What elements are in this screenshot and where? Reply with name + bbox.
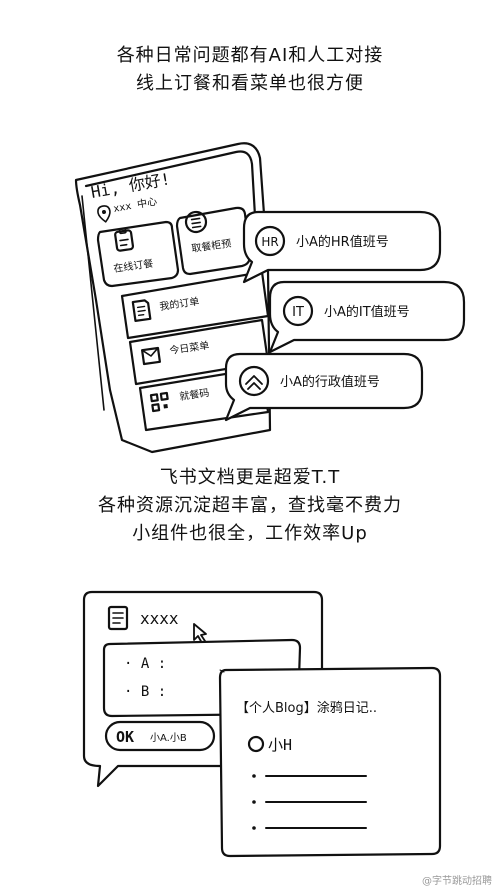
doc-icon xyxy=(107,605,129,631)
blog-card xyxy=(218,666,442,858)
blog-card-title: 【个人Blog】涂鸦日记.. xyxy=(236,700,377,716)
chat-bubble-it[interactable]: IT 小A的IT值班号 xyxy=(268,280,466,354)
chat-bubble-admin[interactable]: 小A的行政值班号 xyxy=(224,352,424,422)
radio-icon[interactable] xyxy=(247,735,265,753)
middle-caption-line1: 飞书文档更是超爱T.T xyxy=(159,467,341,488)
blog-author: 小H xyxy=(268,736,292,754)
ok-button-tag: 小A.小B xyxy=(150,732,187,744)
clipboard-icon xyxy=(114,228,135,252)
chat-bubble-hr-label: 小A的HR值班号 xyxy=(296,234,389,250)
it-badge-icon: IT xyxy=(292,305,304,320)
hr-badge-icon: HR xyxy=(261,235,278,249)
location-pin-icon xyxy=(97,205,111,223)
document-icon xyxy=(131,299,152,322)
ok-button[interactable]: OK 小A.小B xyxy=(104,720,216,752)
chat-bubble-it-label: 小A的IT值班号 xyxy=(324,304,410,320)
qr-code-icon xyxy=(149,391,169,413)
tile-locker-reserve[interactable]: 取餐柜预 xyxy=(175,206,252,276)
blog-list xyxy=(252,774,367,830)
middle-caption-line3: 小组件也很全，工作效率Up xyxy=(132,523,368,544)
middle-caption: 飞书文档更是超爱T.T 各种资源沉淀超丰富，查找毫不费力 小组件也很全，工作效率… xyxy=(0,464,500,548)
top-caption: 各种日常问题都有AI和人工对接 线上订餐和看菜单也很方便 xyxy=(0,42,500,98)
row-meal-code-label: 就餐码 xyxy=(179,386,211,403)
doc-item-b: · B : xyxy=(124,684,166,700)
watermark: @字节跳动招聘 xyxy=(422,874,492,887)
locker-icon xyxy=(184,210,208,234)
tile-online-order[interactable]: 在线订餐 xyxy=(96,220,180,288)
middle-caption-line2: 各种资源沉淀超丰富，查找毫不费力 xyxy=(98,495,402,516)
row-my-orders[interactable]: 我的订单 xyxy=(120,270,270,340)
chat-bubble-hr[interactable]: HR 小A的HR值班号 xyxy=(242,210,442,284)
ok-button-label: OK xyxy=(116,728,134,746)
doc-card-title: xxxx xyxy=(140,609,179,628)
envelope-icon xyxy=(141,346,161,366)
top-caption-line2: 线上订餐和看菜单也很方便 xyxy=(136,73,364,94)
admin-badge-icon xyxy=(238,365,270,397)
chat-bubble-admin-label: 小A的行政值班号 xyxy=(280,374,380,390)
top-caption-line1: 各种日常问题都有AI和人工对接 xyxy=(116,45,384,66)
doc-item-a: · A : xyxy=(124,656,166,672)
